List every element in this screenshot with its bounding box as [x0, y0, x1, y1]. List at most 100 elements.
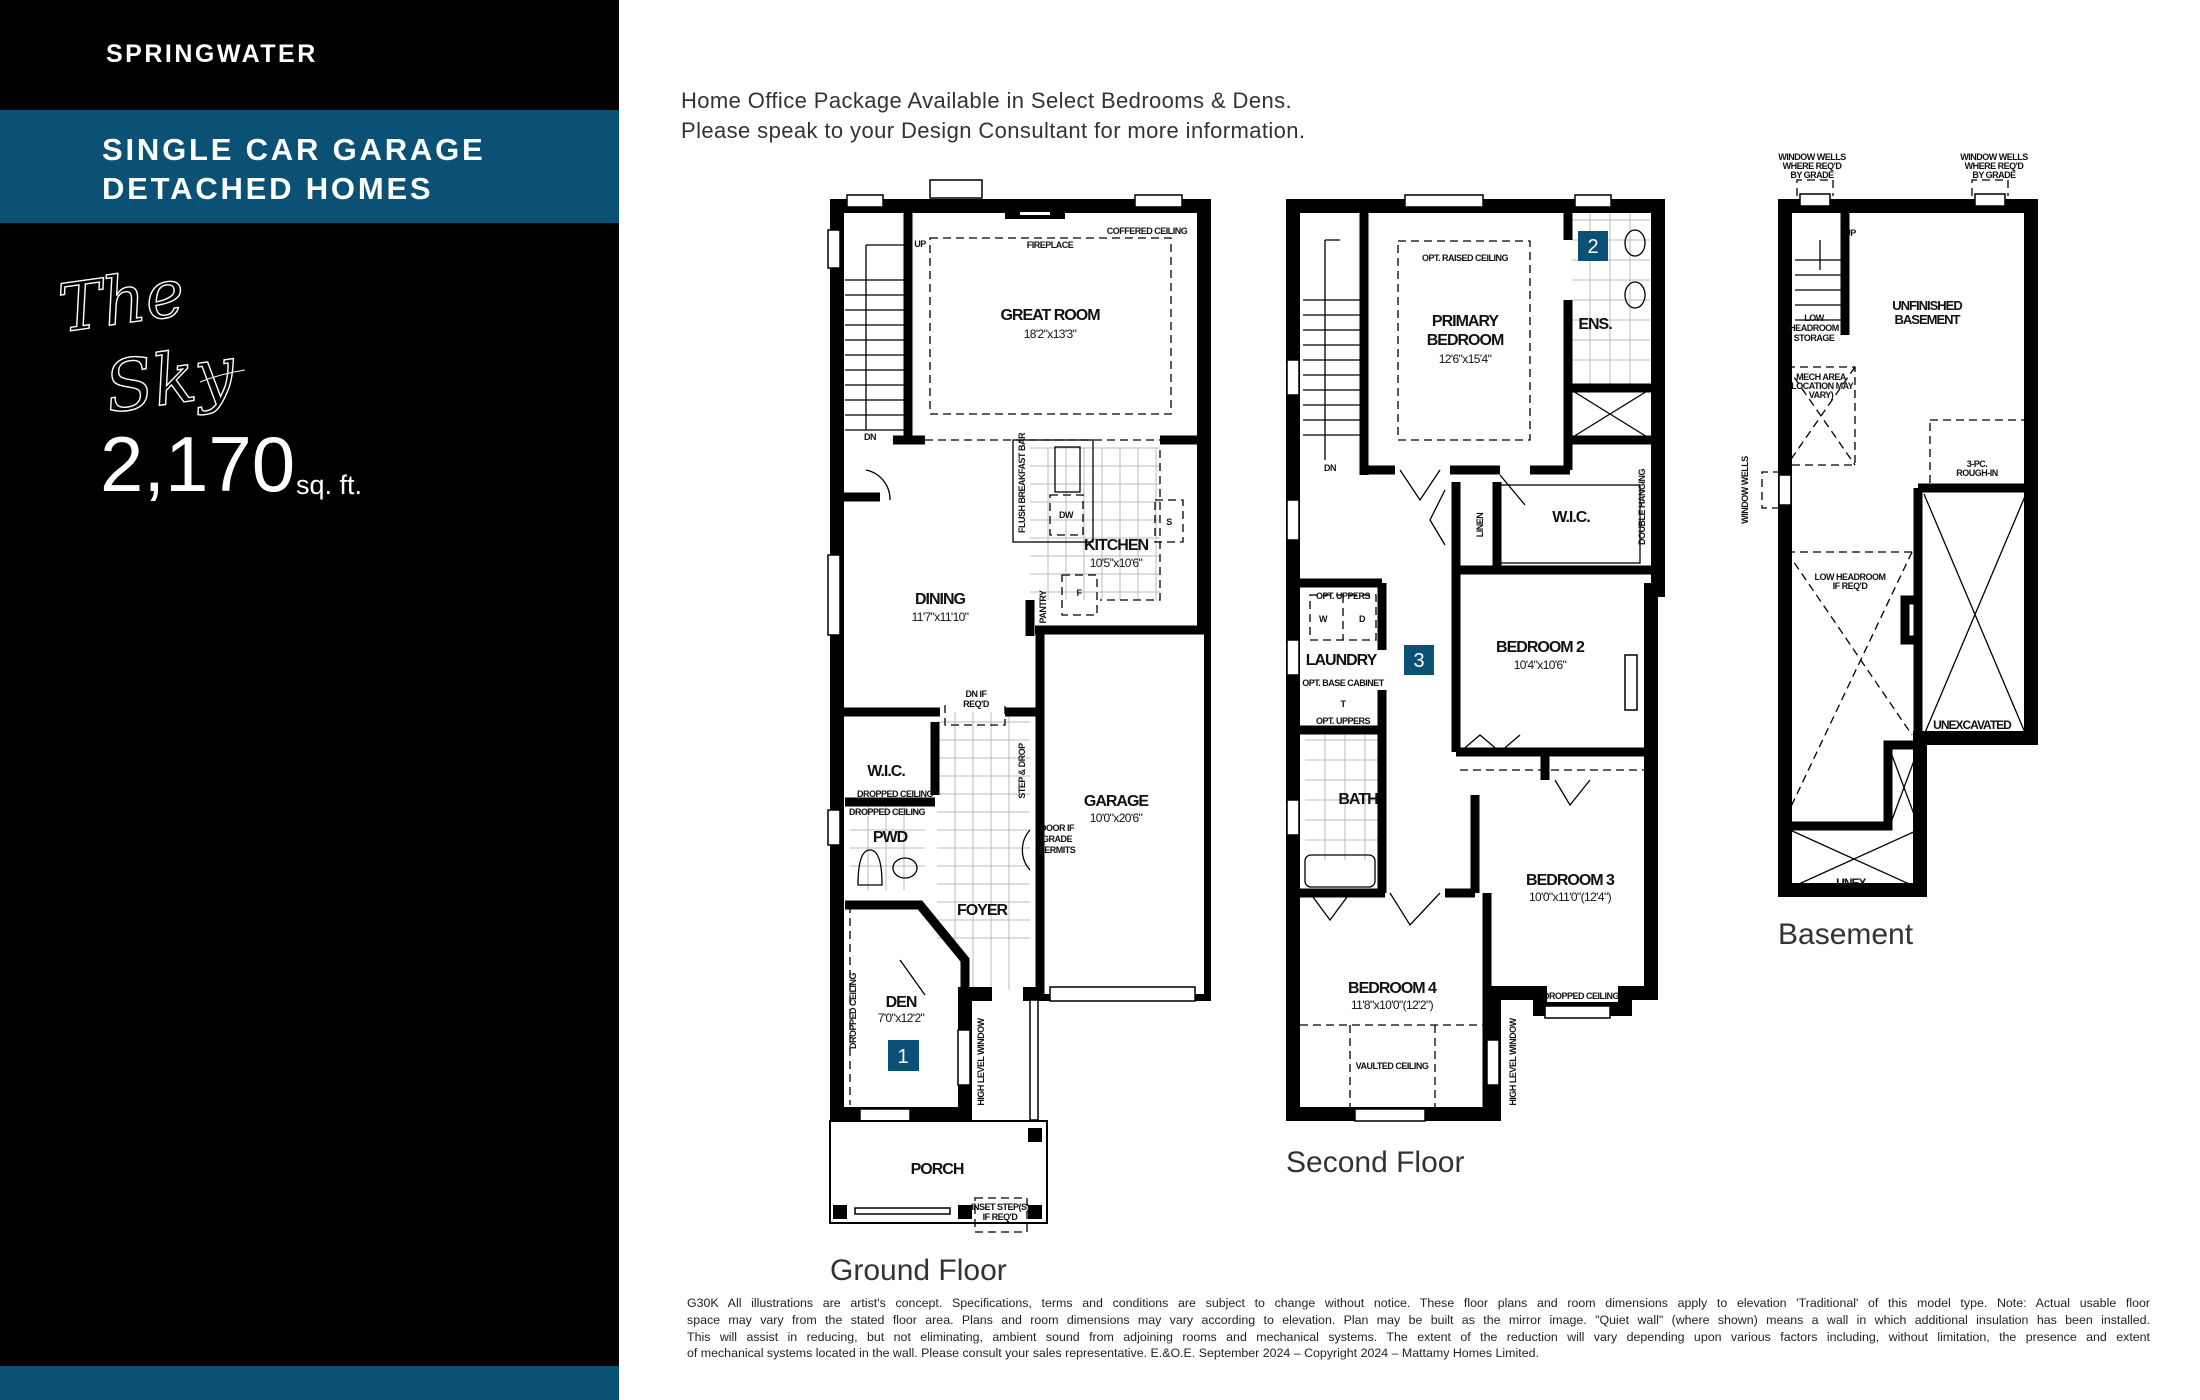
unfinished-basement-label-2: BASEMENT — [1895, 312, 1961, 327]
coffered-ceiling-outline — [929, 237, 1172, 415]
counter-outline — [1100, 450, 1161, 601]
ground-floor-plan: GREAT ROOM 18'2"x13'3" FIREPLACE COFFERE… — [827, 179, 1211, 1287]
dining-dims: 11'7"x11'10" — [912, 610, 969, 624]
low-headroom-outline — [1786, 551, 1913, 816]
window-well-label-1: WINDOW WELLS — [1740, 456, 1750, 524]
second-interior-walls — [1300, 212, 1652, 1114]
badge-3 — [1404, 645, 1434, 675]
window — [859, 1108, 911, 1122]
den-dropped-ceiling-label: DROPPED CEILING — [848, 972, 858, 1049]
stove-label: S — [1166, 517, 1172, 527]
home-office-notice-line-2: Please speak to your Design Consultant f… — [681, 118, 1306, 143]
ensuite-label: ENS. — [1578, 316, 1612, 333]
ground-interior-walls — [837, 212, 1204, 994]
window-well-label-1: WINDOW WELLS — [1778, 152, 1846, 162]
unexcavated-label: UNEXCAVATED — [1933, 718, 2012, 732]
window — [827, 809, 841, 846]
foyer-label: FOYER — [957, 902, 1009, 919]
stairs — [845, 244, 912, 431]
dn-if-label-1: DN IF — [966, 689, 988, 699]
window-well-label-3: BY GRADE — [1972, 170, 2016, 180]
high-level-window-label: HIGH LEVEL WINDOW — [1508, 1017, 1518, 1105]
coffered-ceiling-label: COFFERED CEILING — [1107, 226, 1188, 236]
ensuite-sink — [1624, 229, 1646, 257]
badge-2-number: 2 — [1587, 236, 1598, 258]
bedroom-4-label: BEDROOM 4 — [1348, 980, 1437, 997]
mech-area-outline — [1786, 366, 1856, 466]
window-well-label-1: WINDOW WELLS — [1960, 152, 2028, 162]
dashed-outlines — [1300, 594, 1648, 1110]
script-flourish — [199, 369, 246, 383]
porch-post — [833, 1205, 847, 1219]
bedroom-2-dims: 10'4"x10'6" — [1514, 658, 1567, 672]
high-level-window — [1486, 1039, 1500, 1086]
double-hanging-label: DOUBLE HANGING — [1637, 469, 1647, 545]
porch-post — [1028, 1205, 1042, 1219]
second-floor-title: Second Floor — [1286, 1146, 1464, 1179]
pwd-toilet — [857, 849, 883, 886]
badge-1 — [888, 1040, 919, 1071]
window — [1544, 1005, 1611, 1019]
window — [1404, 194, 1484, 208]
powder-room-label: PWD — [873, 829, 908, 846]
porch-label: PORCH — [911, 1161, 964, 1178]
wic-label: W.I.C. — [867, 763, 905, 780]
opt-uppers-label-2: OPT. UPPERS — [1316, 716, 1371, 726]
badge-2 — [1578, 231, 1608, 261]
unex-x — [1789, 749, 1919, 889]
primary-wic-label: W.I.C. — [1552, 509, 1590, 526]
linen-label: LINEN — [1475, 513, 1485, 538]
home-type-banner: SINGLE CAR GARAGE DETACHED HOMES — [0, 110, 619, 223]
window-well-label-3: BY GRADE — [1790, 170, 1834, 180]
inset-steps-label-2: IF REQ'D — [983, 1212, 1019, 1222]
window — [827, 229, 841, 269]
breakfast-bar-label: FLUSH BREAKFAST BAR — [1017, 432, 1027, 533]
bathtub — [1304, 854, 1376, 888]
fireplace-chimney — [929, 179, 983, 199]
window — [1286, 799, 1300, 836]
raised-ceiling-outline — [1397, 240, 1531, 441]
basement-stairs — [1795, 240, 1843, 321]
kitchen-dims: 10'5"x10'6" — [1090, 556, 1143, 570]
laundry-label: LAUNDRY — [1306, 652, 1378, 669]
window — [1134, 194, 1183, 208]
garage-dims: 10'0"x20'6" — [1090, 811, 1143, 825]
shower-x — [1567, 387, 1653, 441]
great-room-label: GREAT ROOM — [1000, 307, 1100, 324]
porch-post — [958, 1205, 972, 1219]
raised-ceiling-label: OPT. RAISED CEILING — [1422, 253, 1509, 263]
porch-column — [1029, 999, 1039, 1121]
second-stairs — [1303, 239, 1360, 460]
door-if-label-1: DOOR IF — [1040, 823, 1075, 833]
second-exterior-walls — [1286, 199, 1665, 1121]
window — [1974, 193, 2006, 207]
rough-in-label-2: ROUGH-IN — [1956, 468, 1998, 478]
kitchen-tile-floor — [850, 447, 1160, 990]
square-footage-value: 2,170 — [100, 420, 296, 508]
basement-plan: WINDOW WELLS WHERE REQ'D BY GRADE WINDOW… — [1740, 152, 2038, 951]
unexcavated-x — [1923, 493, 2027, 736]
pwd-sink — [892, 857, 918, 879]
basement-title: Basement — [1778, 918, 1914, 951]
primary-bedroom-label-2: BEDROOM — [1427, 332, 1504, 349]
garage-floor — [1040, 630, 1204, 994]
high-level-window — [957, 1029, 971, 1086]
bedroom-4-dims: 11'8"x10'0"(12'2") — [1351, 998, 1434, 1012]
window — [1799, 193, 1831, 207]
window — [1574, 194, 1612, 208]
brand-panel: SPRINGWATER SINGLE CAR GARAGE DETACHED H… — [0, 0, 619, 1400]
den-dims: 7'0"x12'2" — [878, 1011, 925, 1025]
dishwasher-label: DW — [1059, 510, 1074, 520]
porch-post — [1028, 1128, 1042, 1142]
washer-label: W — [1319, 614, 1328, 624]
stairs-up-label: UP — [914, 239, 926, 249]
low-headroom-label-2: IF REQ'D — [1833, 581, 1869, 591]
pwd-dropped-ceiling-label: DROPPED CEILING — [849, 807, 926, 817]
window — [1778, 474, 1792, 506]
step-drop-label: STEP & DROP — [1017, 743, 1027, 799]
model-name-line-2: Sky — [100, 330, 242, 429]
stairs-down-label: DN — [1324, 463, 1336, 473]
mech-area-label-2: (LOCATION MAY — [1789, 381, 1854, 391]
disclaimer-line: space may vary from the stated floor are… — [687, 1312, 2150, 1327]
community-name: SPRINGWATER — [106, 40, 318, 68]
